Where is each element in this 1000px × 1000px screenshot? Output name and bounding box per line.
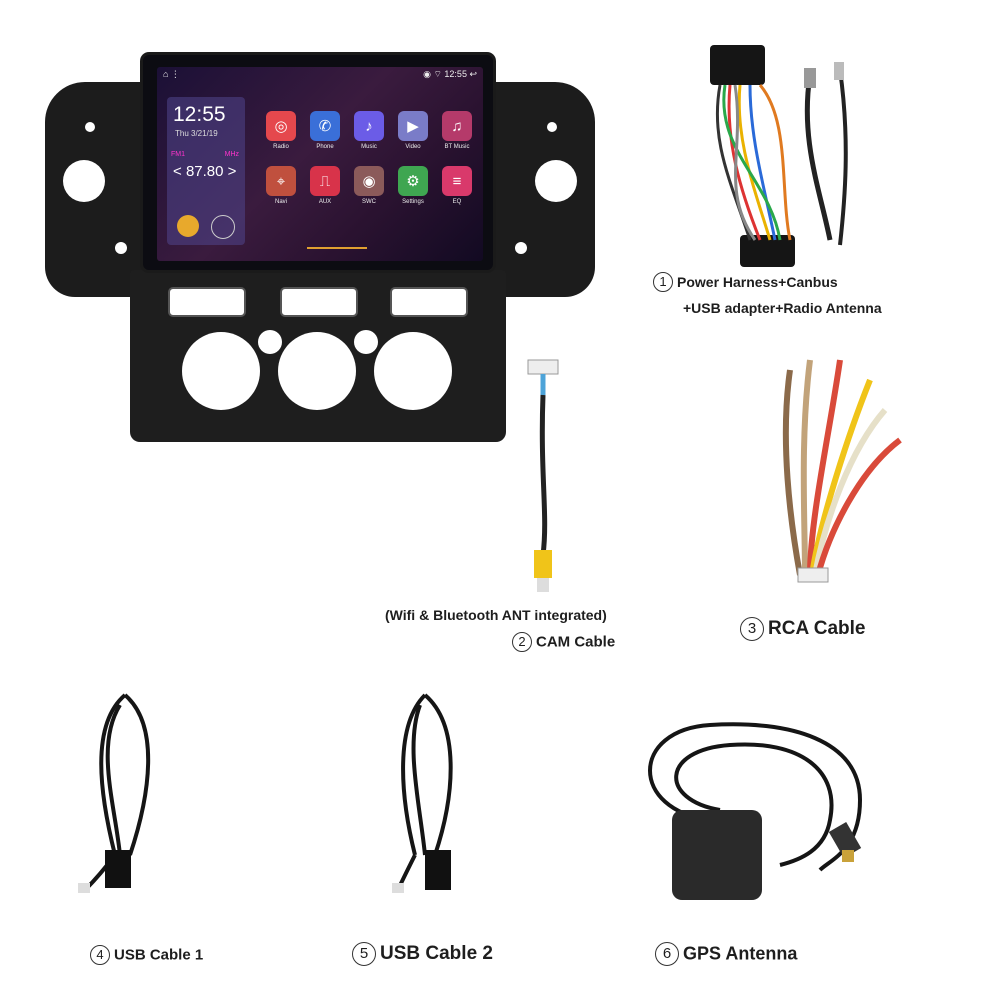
- app-label: Settings: [402, 199, 424, 205]
- page-indicator: [307, 247, 367, 249]
- item-number: 3: [740, 617, 764, 641]
- app-icon: ♫: [442, 111, 472, 141]
- app-icon: ✆: [310, 111, 340, 141]
- app-icon: ♪: [354, 111, 384, 141]
- usb-cable-1-image: [78, 693, 151, 893]
- cam-cable-image: [527, 359, 559, 592]
- caption-label: CAM Cable: [536, 633, 616, 651]
- app-label: Phone: [316, 144, 334, 150]
- radio-frequency: < 87.80 >: [173, 163, 237, 180]
- app-aux[interactable]: ⎍ AUX: [305, 166, 345, 205]
- item-number: 2: [512, 632, 532, 652]
- climate-knob-hole: [374, 332, 452, 410]
- vent-slot: [168, 287, 246, 317]
- app-icon: ⚙: [398, 166, 428, 196]
- app-label: BT Music: [444, 144, 470, 150]
- left-mount-bracket: [45, 82, 155, 297]
- caption-item-2-note: (Wifi & Bluetooth ANT integrated): [385, 607, 607, 623]
- app-label: EQ: [452, 199, 462, 205]
- app-icon: ▶: [398, 111, 428, 141]
- app-label: Radio: [273, 144, 289, 150]
- caption-label: USB Cable 1: [114, 946, 204, 964]
- climate-knob-hole: [278, 332, 356, 410]
- radio-band: FM1: [171, 151, 185, 158]
- rca-cable-image: [782, 359, 902, 583]
- app-label: AUX: [318, 199, 332, 205]
- app-icon: ⎍: [310, 166, 340, 196]
- clock-radio-widget: 12:55 Thu 3/21/19 FM1 MHz < 87.80 >: [167, 97, 245, 245]
- app-radio[interactable]: ◎ Radio: [261, 111, 301, 150]
- app-phone[interactable]: ✆ Phone: [305, 111, 345, 150]
- item-number: 5: [352, 942, 376, 966]
- car-icon: [177, 215, 199, 237]
- item-number: 6: [655, 942, 679, 966]
- status-time: 12:55: [444, 69, 467, 79]
- app-icon: ◎: [266, 111, 296, 141]
- home-icon: ⌂ ⋮: [163, 69, 180, 79]
- app-music[interactable]: ♪ Music: [349, 111, 389, 150]
- caption-label: USB Cable 2: [380, 943, 493, 964]
- app-label: Music: [361, 144, 377, 150]
- app-swc[interactable]: ◉ SWC: [349, 166, 389, 205]
- radio-unit: MHz: [224, 151, 239, 158]
- status-bar: ⌂ ⋮ ◉ ⌔ 12:55 ↩: [157, 67, 483, 83]
- app-icon: ≡: [442, 166, 472, 196]
- app-eq[interactable]: ≡ EQ: [437, 166, 477, 205]
- app-label: Video: [405, 144, 421, 150]
- app-bt-music[interactable]: ♫ BT Music: [437, 111, 477, 150]
- caption-item-1-line-2: +USB adapter+Radio Antenna: [683, 300, 882, 316]
- app-video[interactable]: ▶ Video: [393, 111, 433, 150]
- app-label: SWC: [362, 199, 376, 205]
- climate-knob-hole: [182, 332, 260, 410]
- android-display: ⌂ ⋮ ◉ ⌔ 12:55 ↩ 12:55 Thu 3/21/19 FM1 MH…: [157, 67, 483, 261]
- app-navi[interactable]: ⌖ Navi: [261, 166, 301, 205]
- vent-slot: [390, 287, 468, 317]
- usb-cable-2-image: [392, 693, 453, 893]
- caption-label: GPS Antenna: [683, 943, 798, 964]
- item-number: 4: [90, 945, 110, 965]
- head-unit-screen: ⌂ ⋮ ◉ ⌔ 12:55 ↩ 12:55 Thu 3/21/19 FM1 MH…: [143, 55, 493, 270]
- right-mount-bracket: [485, 82, 595, 297]
- vent-slot: [280, 287, 358, 317]
- app-settings[interactable]: ⚙ Settings: [393, 166, 433, 205]
- caption-line-1: Power Harness+Canbus: [677, 274, 838, 290]
- gps-antenna-image: [648, 722, 863, 900]
- frequency-value: 87.80: [185, 163, 224, 180]
- status-right: ◉ ⌔ 12:55 ↩: [423, 69, 477, 79]
- clock-date: Thu 3/21/19: [175, 129, 218, 138]
- item-number: 1: [653, 272, 673, 292]
- app-icon: ◉: [354, 166, 384, 196]
- apps-icon: [211, 215, 235, 239]
- app-label: Navi: [274, 199, 287, 205]
- app-icon: ⌖: [266, 166, 296, 196]
- power-harness-image: [710, 45, 848, 267]
- caption-label: RCA Cable: [768, 618, 866, 639]
- clock-time: 12:55: [173, 103, 226, 126]
